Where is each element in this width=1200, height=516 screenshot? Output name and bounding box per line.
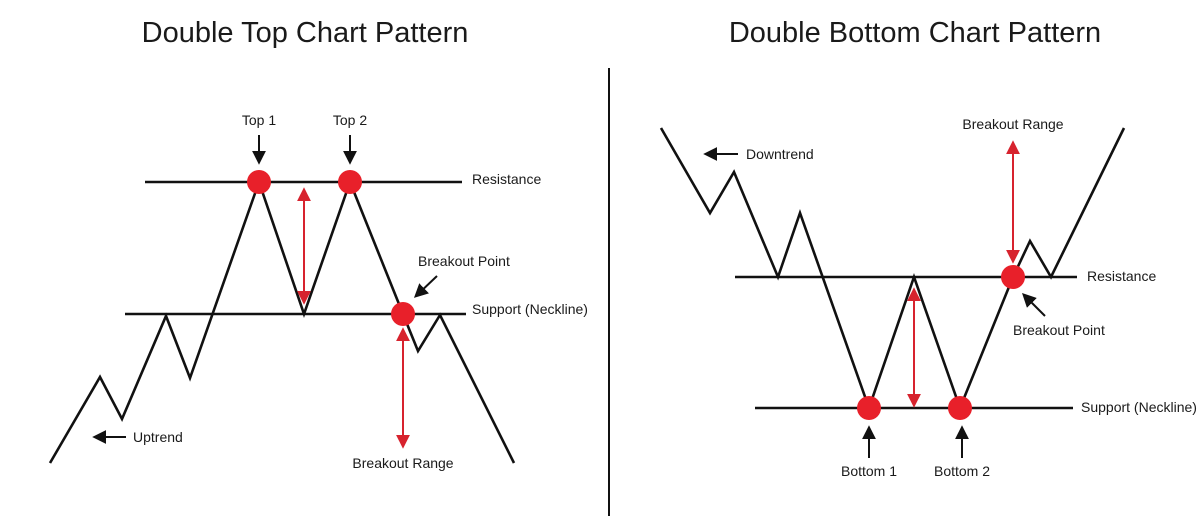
bottom1-marker [857, 396, 881, 420]
breakout-point-pointer-arrow-right [1022, 293, 1046, 317]
top1-marker [247, 170, 271, 194]
top2-label: Top 2 [333, 112, 367, 128]
breakout-point-label-right: Breakout Point [1013, 322, 1105, 338]
double-top-panel: Double Top Chart Pattern Top 1 Top 2 Res… [48, 17, 588, 471]
resistance-label-right: Resistance [1087, 268, 1156, 284]
double-bottom-title: Double Bottom Chart Pattern [729, 17, 1101, 49]
price-path-double-bottom [659, 127, 1126, 412]
breakout-point-pointer-arrow [413, 275, 438, 298]
support-label: Support (Neckline) [472, 301, 588, 317]
top2-marker [338, 170, 362, 194]
breakout-point-label: Breakout Point [418, 253, 510, 269]
breakout-range-label: Breakout Range [352, 455, 453, 471]
price-path-double-top [48, 178, 516, 464]
breakout-point-marker-right [1001, 265, 1025, 289]
bottom1-label: Bottom 1 [841, 463, 897, 479]
support-label-right: Support (Neckline) [1081, 399, 1197, 415]
breakout-point-marker [391, 302, 415, 326]
top1-label: Top 1 [242, 112, 276, 128]
double-top-title: Double Top Chart Pattern [142, 17, 469, 49]
resistance-label: Resistance [472, 171, 541, 187]
bottom2-marker [948, 396, 972, 420]
breakout-range-label-right: Breakout Range [962, 116, 1063, 132]
double-bottom-panel: Double Bottom Chart Pattern Breakout Ran… [659, 17, 1197, 479]
downtrend-label: Downtrend [746, 146, 814, 162]
uptrend-label: Uptrend [133, 429, 183, 445]
bottom2-label: Bottom 2 [934, 463, 990, 479]
